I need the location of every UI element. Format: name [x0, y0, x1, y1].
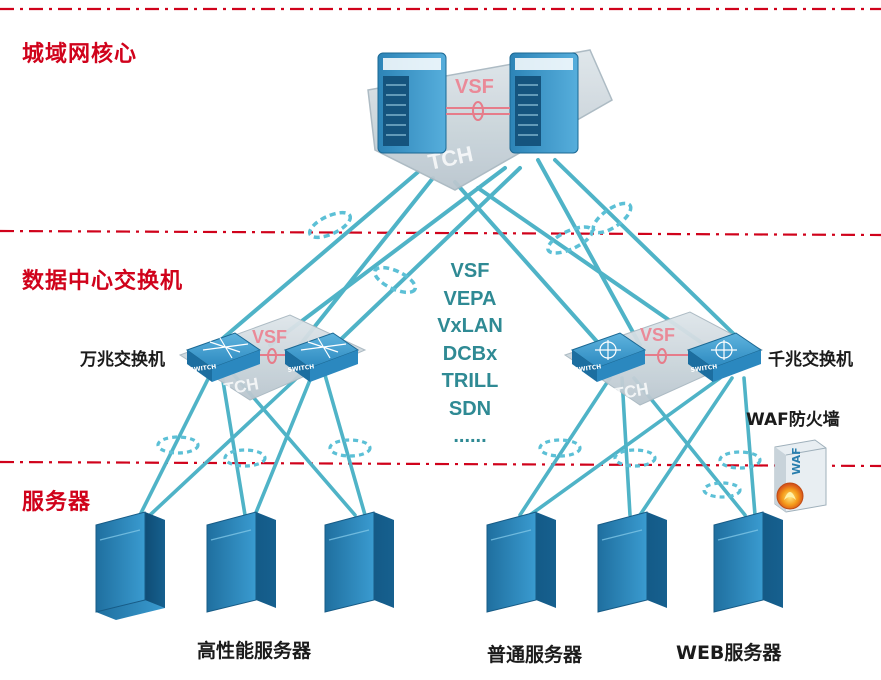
- svg-text:SWITCH: SWITCH: [287, 363, 314, 374]
- server-group-web-label: WEB服务器: [676, 642, 782, 664]
- server-hpc-1: [95, 511, 165, 620]
- server-web-1: [713, 511, 783, 613]
- svg-text:SWITCH: SWITCH: [574, 363, 601, 374]
- protocol-item: VSF: [450, 260, 490, 282]
- svg-text:VSF: VSF: [252, 327, 287, 347]
- svg-text:SWITCH: SWITCH: [690, 363, 717, 374]
- servers: [95, 511, 783, 620]
- core-uplinks: [213, 158, 747, 347]
- protocol-item: DCBx: [442, 342, 498, 365]
- divider-line-core-dc: [0, 229, 881, 237]
- waf-firewall-label: WAF防火墙: [746, 410, 840, 430]
- server-group-hpc-label: 高性能服务器: [197, 640, 312, 662]
- svg-text:WAF: WAF: [790, 447, 803, 475]
- tier-label-core: 城域网核心: [22, 42, 138, 67]
- protocol-item: TRILL: [441, 370, 499, 392]
- tengig-switch: TCH VSF SWITCH SWITCH: [178, 314, 367, 401]
- tier-label-datacenter: 数据中心交换机: [22, 269, 184, 294]
- server-hpc-3: [324, 511, 394, 613]
- server-normal-2: [597, 511, 667, 613]
- gig-switch-label: 千兆交换机: [768, 350, 853, 370]
- tier-label-servers: 服务器: [22, 490, 92, 515]
- svg-text:SWITCH: SWITCH: [189, 363, 216, 374]
- downlink-lag-rings: [156, 435, 762, 499]
- protocol-item: VxLAN: [437, 315, 503, 337]
- protocol-item: ......: [453, 425, 487, 447]
- protocol-item: VEPA: [443, 287, 497, 310]
- svg-text:VSF: VSF: [455, 76, 494, 98]
- server-normal-1: [486, 511, 556, 613]
- protocol-list: VSF VEPA VxLAN DCBx TRILL SDN ......: [420, 258, 520, 451]
- server-hpc-2: [206, 511, 276, 613]
- protocol-item: SDN: [448, 397, 492, 420]
- core-switch: TCH VSF: [367, 49, 613, 191]
- gig-switch: TCH VSF SWITCH SWITCH: [563, 311, 764, 406]
- server-group-normal-label: 普通服务器: [487, 644, 583, 666]
- uplink-lag-rings: [307, 201, 633, 295]
- waf-firewall: WAF: [774, 439, 827, 513]
- tengig-switch-label: 万兆交换机: [80, 350, 165, 370]
- divider-line-dc-servers: [0, 460, 881, 468]
- svg-text:VSF: VSF: [640, 325, 675, 345]
